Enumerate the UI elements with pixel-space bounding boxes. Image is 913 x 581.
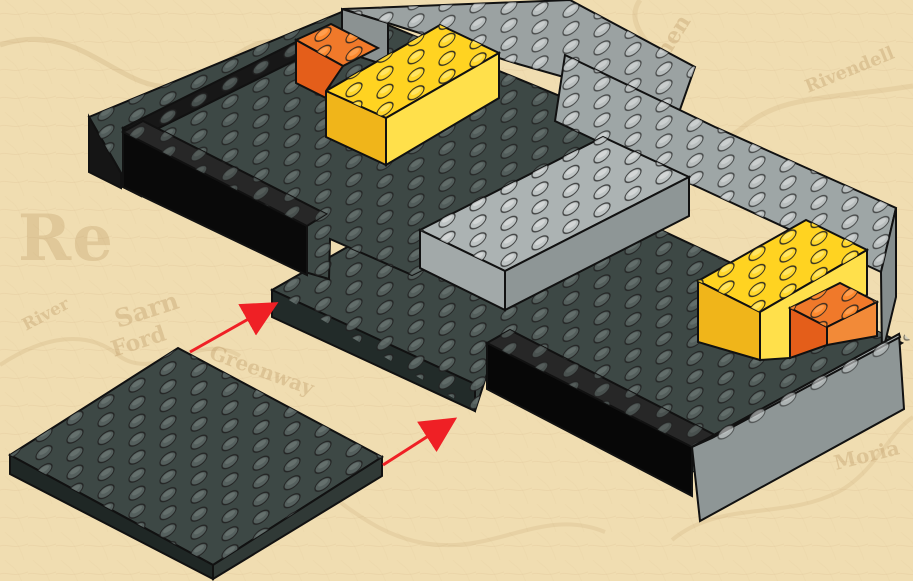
map-label-re: Re <box>18 201 114 276</box>
